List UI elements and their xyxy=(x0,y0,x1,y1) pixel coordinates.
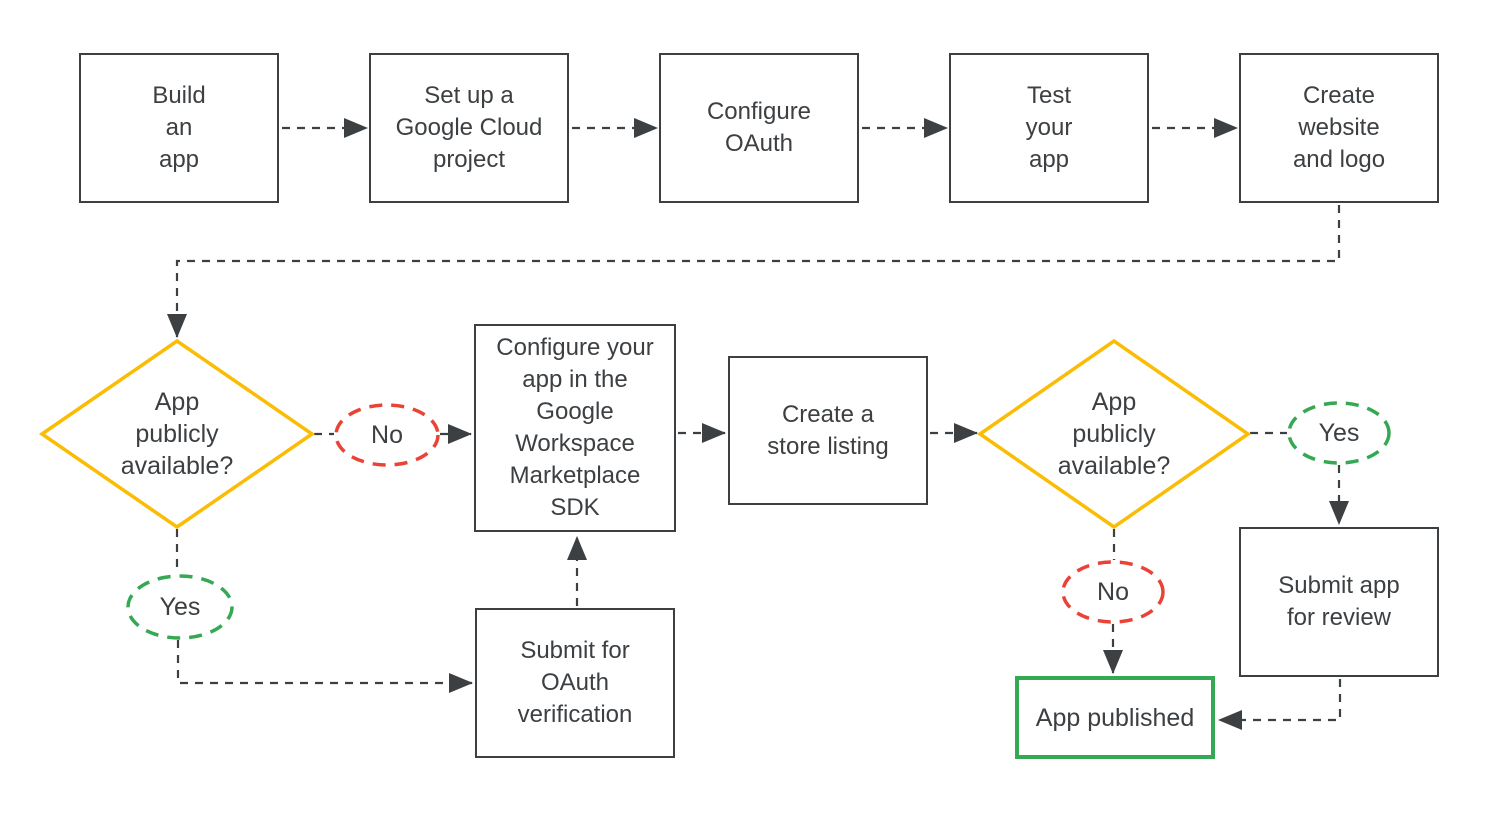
node-set-up-google-cloud-project-label: Set up a Google Cloud project xyxy=(395,82,543,173)
node-configure-oauth: Configure OAuth xyxy=(659,53,859,203)
connector-review-to-published xyxy=(1218,679,1342,730)
badge-yes-2-shape xyxy=(1287,401,1391,465)
node-app-published-label: App published xyxy=(1035,703,1195,732)
decision-diamond-2-shape xyxy=(976,338,1252,530)
connector-website-to-decision1 xyxy=(167,205,1341,338)
node-create-store-listing: Create a store listing xyxy=(728,356,928,505)
decision-diamond-1-shape xyxy=(38,338,316,530)
badge-yes-1-shape xyxy=(126,574,234,640)
badge-no-1-shape xyxy=(334,403,440,467)
node-set-up-google-cloud-project: Set up a Google Cloud project xyxy=(369,53,569,203)
node-submit-oauth-verification-label: Submit for OAuth verification xyxy=(517,637,633,728)
node-submit-app-for-review-label: Submit app for review xyxy=(1278,572,1400,631)
node-build-an-app: Build an app xyxy=(79,53,279,203)
node-test-your-app: Test your app xyxy=(949,53,1149,203)
node-create-website-and-logo: Create website and logo xyxy=(1239,53,1439,203)
node-submit-oauth-verification: Submit for OAuth verification xyxy=(475,608,675,758)
node-create-store-listing-label: Create a store listing xyxy=(767,400,889,460)
node-app-published: App published xyxy=(1015,676,1215,759)
badge-no-2-shape xyxy=(1061,560,1165,624)
node-build-an-app-label: Build an app xyxy=(152,82,206,173)
node-create-website-and-logo-label: Create website and logo xyxy=(1292,82,1386,173)
node-configure-app-marketplace-sdk-label: Configure your app in the Google Workspa… xyxy=(496,334,654,521)
connector-yes1-to-oauthverification xyxy=(176,640,473,693)
node-configure-app-marketplace-sdk: Configure your app in the Google Workspa… xyxy=(474,324,676,532)
node-test-your-app-label: Test your app xyxy=(1025,82,1073,173)
node-submit-app-for-review: Submit app for review xyxy=(1239,527,1439,677)
node-configure-oauth-label: Configure OAuth xyxy=(706,98,812,157)
